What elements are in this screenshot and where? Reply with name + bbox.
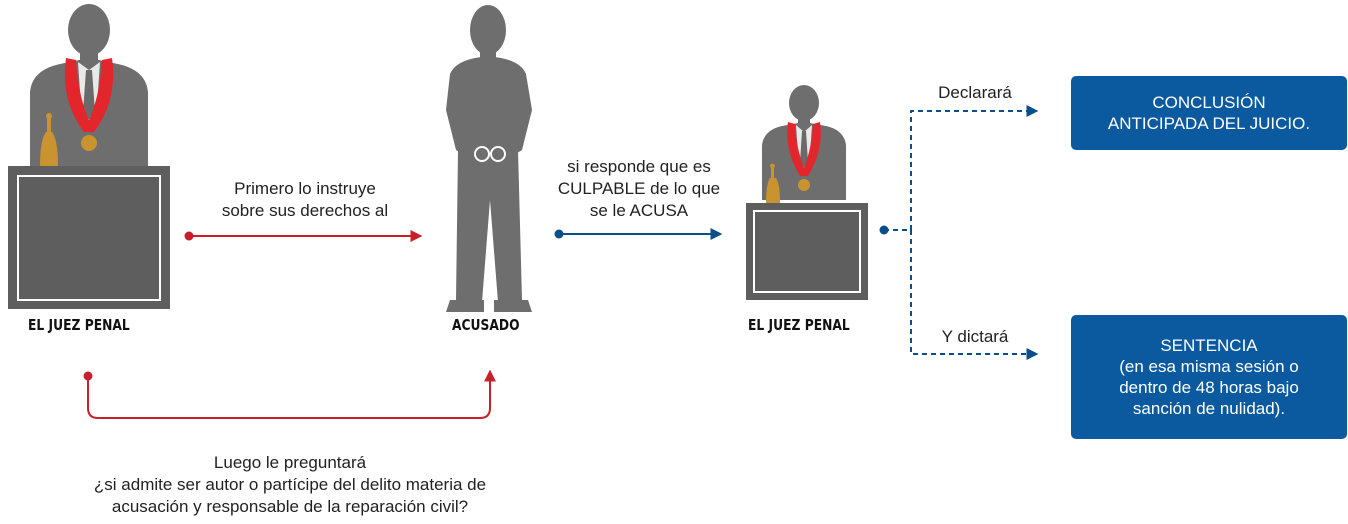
declare-label: Declarará	[938, 83, 1012, 102]
sentence-edge-label: Y dictará	[941, 327, 1009, 346]
sentence-box-line: sanción de nulidad).	[1132, 399, 1286, 418]
question-caption: Luego le preguntará ¿si admite ser autor…	[60, 452, 520, 518]
guilty-line: si responde que es	[567, 157, 711, 176]
guilty-caption: si responde que es CULPABLE de lo que se…	[530, 156, 748, 222]
instruct-caption: Primero lo instruye sobre sus derechos a…	[190, 178, 420, 222]
conclusion-box: CONCLUSIÓN ANTICIPADA DEL JUICIO.	[1071, 76, 1347, 150]
question-line: Luego le preguntará	[213, 453, 367, 472]
arrow-question	[83, 369, 496, 419]
judge-left-figure	[8, 4, 170, 309]
sentence-box: SENTENCIA (en esa misma sesión o dentro …	[1071, 315, 1347, 439]
question-line: acusación y responsable de la reparación…	[111, 497, 469, 516]
instruct-line: sobre sus derechos al	[221, 201, 389, 220]
judge-right-figure	[746, 85, 868, 300]
instruct-line: Primero lo instruye	[234, 179, 376, 198]
sentence-box-line: SENTENCIA	[1160, 336, 1258, 355]
conclusion-line: ANTICIPADA DEL JUICIO.	[1107, 114, 1311, 133]
sentence-box-line: dentro de 48 horas bajo	[1119, 378, 1299, 397]
judge-left-label: EL JUEZ PENAL	[28, 316, 130, 334]
arrow-instruct	[184, 230, 423, 242]
question-line: ¿si admite ser autor o partícipe del del…	[93, 475, 487, 494]
guilty-line: CULPABLE de lo que	[557, 179, 721, 198]
guilty-line: se le ACUSA	[589, 201, 689, 220]
accused-figure	[446, 5, 532, 312]
conclusion-line: CONCLUSIÓN	[1152, 93, 1266, 112]
judge-right-label: EL JUEZ PENAL	[748, 316, 850, 334]
sentence-box-line: (en esa misma sesión o	[1119, 357, 1299, 376]
arrow-outcomes	[879, 105, 1039, 360]
accused-label: ACUSADO	[452, 316, 520, 334]
arrow-guilty	[554, 228, 723, 240]
